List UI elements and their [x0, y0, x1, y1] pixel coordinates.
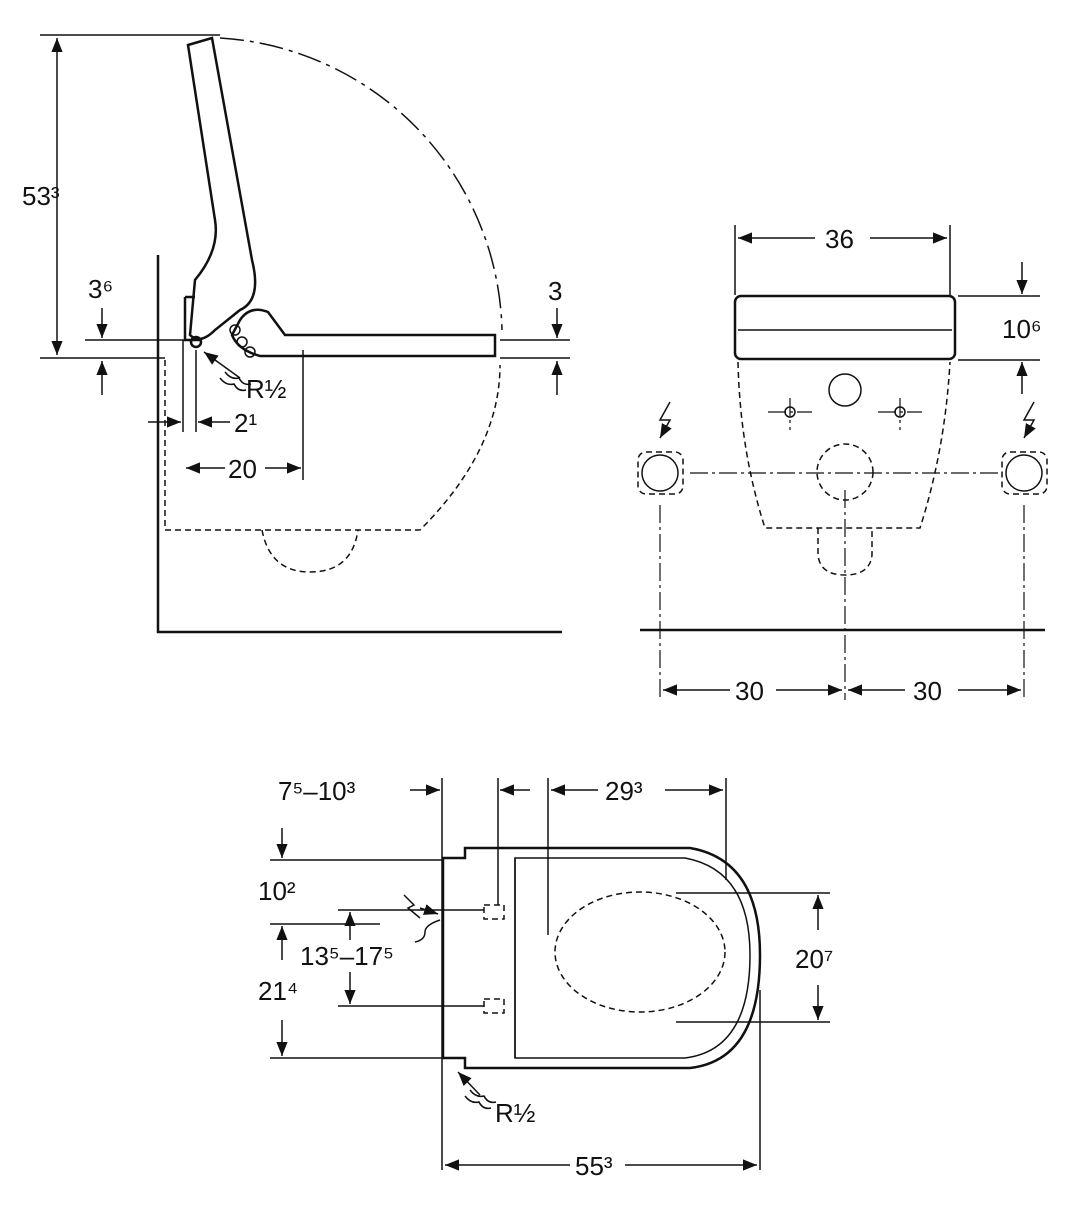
lightning-icon	[403, 894, 421, 919]
lightning-icon	[658, 401, 1036, 439]
bowl-outline	[737, 361, 951, 529]
dim-height: 10⁶	[1002, 314, 1042, 344]
dim-width: 36	[825, 224, 854, 254]
dim-left-spacing: 30	[735, 676, 764, 706]
connector	[189, 335, 203, 349]
bowl-outline	[164, 360, 501, 531]
dim-connector-offset: 2¹	[234, 408, 257, 438]
dim-offset-range: 7⁵–10³	[278, 776, 356, 806]
dim-top-offset: 10²	[258, 876, 296, 906]
dim-inner-length: 29³	[605, 776, 643, 806]
dim-depth: 20	[228, 454, 257, 484]
dim-seat-offset: 3⁶	[88, 274, 113, 304]
label-water-connection-top: R½	[495, 1098, 535, 1128]
side-view: 53³ 3⁶ 2¹ 20 3 R½	[22, 34, 570, 634]
top-view: 7⁵–10³ 29³ 10² 21⁴ 13⁵–17⁵ 20⁷ 55³ R½	[258, 776, 833, 1181]
lid	[186, 36, 257, 341]
label-water-connection: R½	[246, 374, 286, 404]
seat	[230, 308, 497, 358]
dim-opening-width: 20⁷	[795, 944, 833, 974]
dim-total-length: 55³	[575, 1151, 613, 1181]
seat-top	[441, 846, 762, 1070]
dim-seat-thickness: 3	[548, 276, 562, 306]
seat-front	[733, 294, 957, 361]
dim-height-total: 53³	[22, 181, 60, 211]
dim-connector-range: 13⁵–17⁵	[300, 941, 394, 971]
dim-right-spacing: 30	[913, 676, 942, 706]
dim-bottom-offset: 21⁴	[258, 976, 298, 1006]
wall-floor-lines	[156, 255, 562, 634]
lid-swing-arc	[219, 37, 503, 331]
seat-opening	[554, 891, 726, 1013]
front-view: 36 10⁶ 30 30	[637, 224, 1048, 706]
